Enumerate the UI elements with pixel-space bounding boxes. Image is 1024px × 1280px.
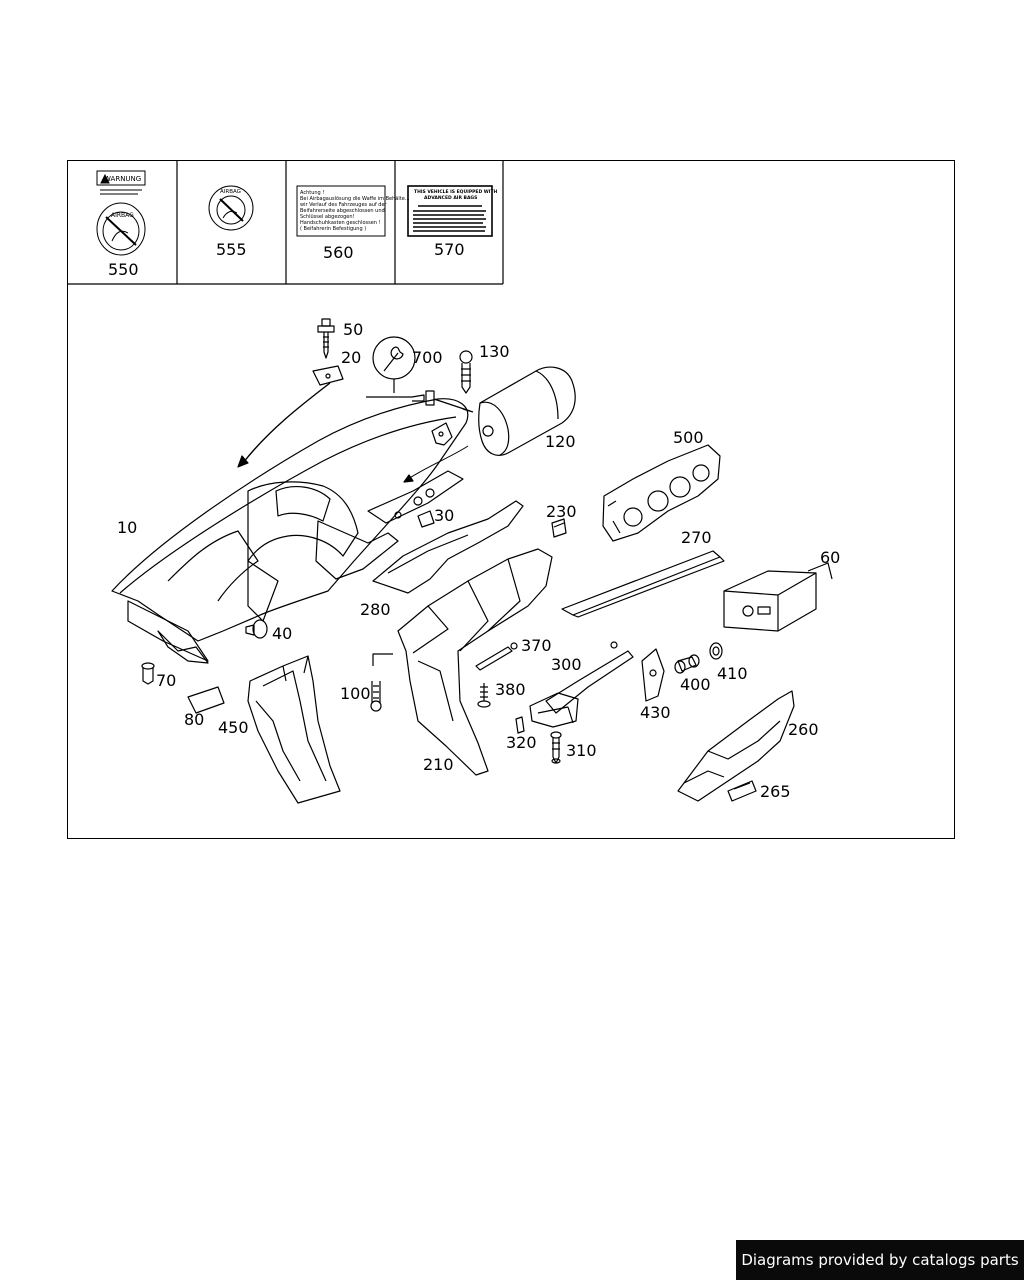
insert-part-265 [727, 780, 757, 802]
trim-panel-part-280 [372, 500, 524, 594]
instrument-cover-part-500 [602, 444, 721, 542]
label-570-title-1: THIS VEHICLE IS EQUIPPED WITH [414, 189, 498, 195]
callout-280[interactable]: 280 [360, 600, 391, 619]
clip-part-230 [551, 518, 567, 538]
label-560-line-6: Handschuhkasten geschlossen ! [300, 220, 381, 226]
callout-310[interactable]: 310 [566, 741, 597, 760]
latch-mechanism-part-300 [529, 641, 634, 728]
callout-60[interactable]: 60 [820, 548, 841, 567]
callout-130[interactable]: 130 [479, 342, 510, 361]
exploded-parts-drawing: AIRBAG WARNUNG AIRBAG Achtung ! Bei Airb… [68, 161, 833, 804]
glovebox-frame-part-210 [397, 548, 553, 776]
callout-430[interactable]: 430 [640, 703, 671, 722]
flat-panel-part-270 [561, 550, 725, 618]
callout-40[interactable]: 40 [272, 624, 293, 643]
callout-20[interactable]: 20 [341, 348, 362, 367]
notice-label-560-icon: Achtung ! Bei Airbagauslösung die Waffe … [296, 185, 410, 237]
rod-part-370 [475, 642, 518, 671]
storage-box-part-60 [723, 562, 833, 632]
callout-500[interactable]: 500 [673, 428, 704, 447]
callout-265[interactable]: 265 [760, 782, 791, 801]
warning-label-550-icon: AIRBAG WARNUNG [96, 170, 146, 256]
grommet-part-40 [245, 619, 268, 639]
callout-700[interactable]: 700 [412, 348, 443, 367]
parts-diagram-frame: AIRBAG WARNUNG AIRBAG Achtung ! Bei Airb… [67, 160, 955, 839]
callout-270[interactable]: 270 [681, 528, 712, 547]
latch-cover-part-430 [641, 648, 665, 702]
clip-part-320 [515, 716, 525, 734]
screw-part-50 [317, 318, 335, 359]
clip-part-20 [312, 365, 344, 386]
callout-120[interactable]: 120 [545, 432, 576, 451]
callout-400[interactable]: 400 [680, 675, 711, 694]
callout-260[interactable]: 260 [788, 720, 819, 739]
clip-part-30 [417, 510, 435, 528]
callout-450[interactable]: 450 [218, 718, 249, 737]
callout-80[interactable]: 80 [184, 710, 205, 729]
pad-part-80 [187, 686, 225, 714]
lock-cylinder-part-400 [674, 654, 700, 674]
callout-380[interactable]: 380 [495, 680, 526, 699]
dashboard-part-10 [111, 398, 469, 664]
callout-30[interactable]: 30 [434, 506, 455, 525]
airbag-badge-555-icon: AIRBAG [208, 185, 254, 231]
wrench-symbol-700-icon [366, 336, 474, 413]
callout-10[interactable]: 10 [117, 518, 138, 537]
label-570-title-2: ADVANCED AIR BAGS [424, 195, 477, 201]
callout-210[interactable]: 210 [423, 755, 454, 774]
callout-560[interactable]: 560 [323, 243, 354, 262]
callout-50[interactable]: 50 [343, 320, 364, 339]
label-560-line-7: ( Beifahrerin Befestigung ) [300, 226, 366, 232]
callout-370[interactable]: 370 [521, 636, 552, 655]
label-550-badge: AIRBAG [111, 212, 134, 219]
assembly-arrow-30 [407, 445, 469, 480]
callout-570[interactable]: 570 [434, 240, 465, 259]
callout-300[interactable]: 300 [551, 655, 582, 674]
callout-100[interactable]: 100 [340, 684, 371, 703]
bracket-near-airbag [431, 422, 453, 446]
callout-410[interactable]: 410 [717, 664, 748, 683]
footer-credit: Diagrams provided by catalogs parts [736, 1240, 1024, 1280]
screw-part-130 [459, 350, 473, 394]
ring-part-410 [709, 642, 723, 660]
screw-part-380 [477, 683, 491, 708]
label-560-line-3: wir Verlauf des Fahrzeuges auf der [300, 202, 388, 208]
callout-555[interactable]: 555 [216, 240, 247, 259]
screw-part-70 [141, 662, 155, 685]
screw-part-310 [550, 731, 562, 764]
callout-70[interactable]: 70 [156, 671, 177, 690]
label-560-line-2: Bei Airbagauslösung die Waffe im Behälte… [300, 196, 410, 202]
airbag-module-part-120 [478, 366, 576, 456]
callout-550[interactable]: 550 [108, 260, 139, 279]
label-555-badge: AIRBAG [220, 189, 241, 195]
glovebox-lid-part-260 [677, 690, 795, 802]
advanced-airbag-label-570-icon: THIS VEHICLE IS EQUIPPED WITH ADVANCED A… [407, 185, 498, 237]
assembly-arrow-20 [242, 382, 331, 464]
label-560-line-5: Schlüssel abgezogen! [300, 214, 355, 220]
support-bracket-part-450 [247, 655, 341, 804]
label-550-warning: WARNUNG [104, 175, 141, 183]
label-560-line-4: Beifahrerseite abgeschlossen und [300, 208, 385, 214]
callout-230[interactable]: 230 [546, 502, 577, 521]
callout-320[interactable]: 320 [506, 733, 537, 752]
screw-part-100 [370, 653, 393, 712]
label-560-line-1: Achtung ! [300, 190, 324, 196]
label-row-grid [68, 161, 504, 285]
